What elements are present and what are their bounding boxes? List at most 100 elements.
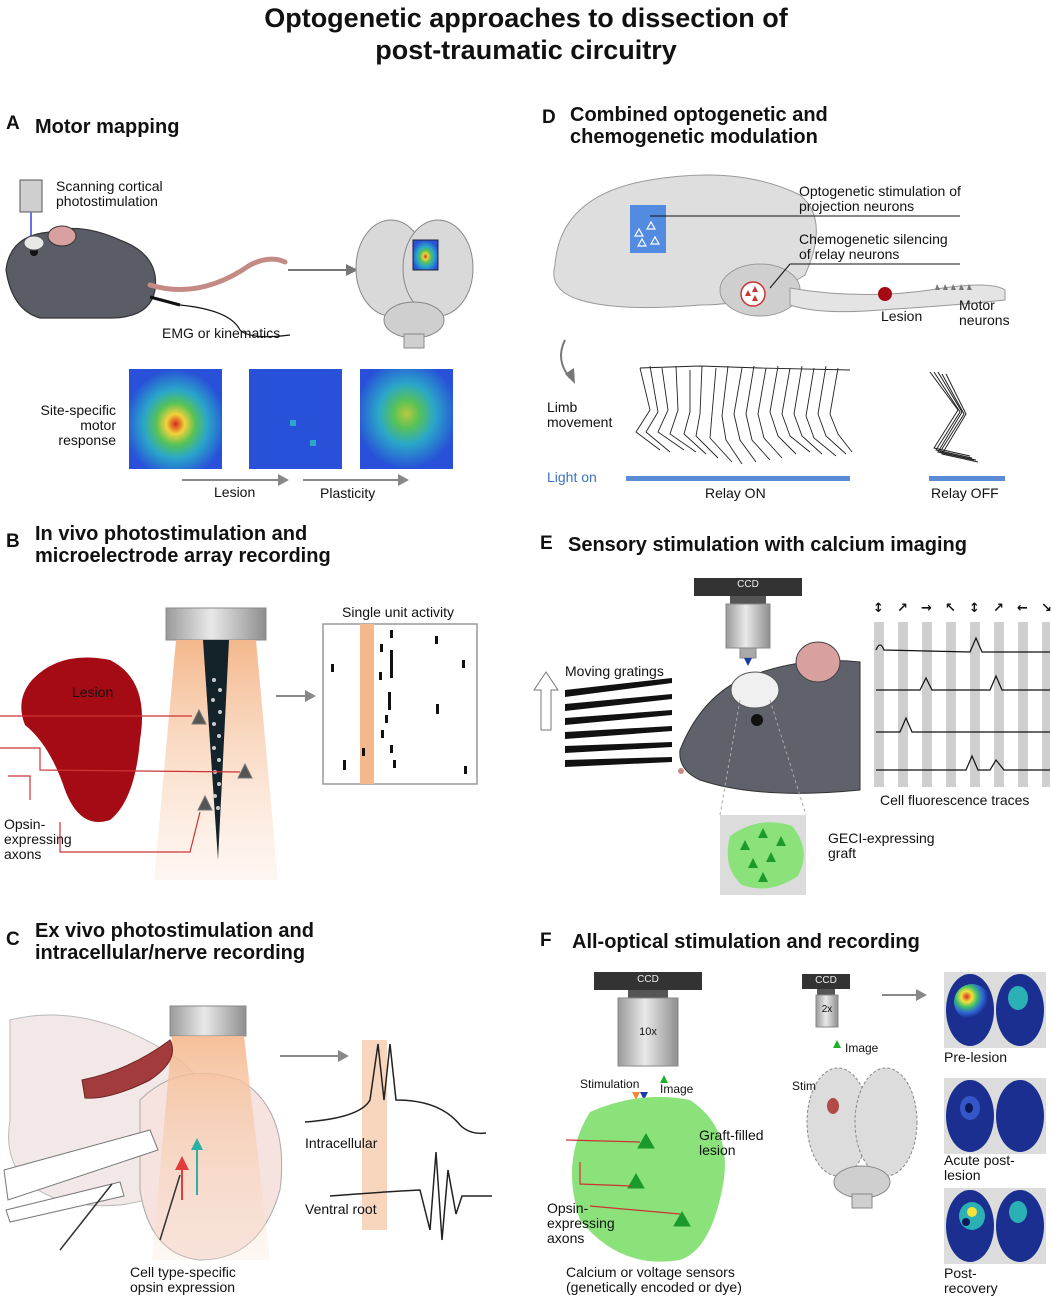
opsin-axons-label-f: Opsin- expressing axons (547, 1201, 615, 1246)
lesion-label-b: Lesion (72, 684, 114, 700)
scanning-label: Scanning cortical photostimulation (56, 179, 163, 209)
chemo-silencing-label-line-2: of relay neurons (799, 246, 900, 262)
image-label-f2: Image (845, 1041, 879, 1055)
panel-e-title: Sensory stimulation with calcium imaging (568, 534, 967, 556)
panel-c-title-line-2: intracellular/nerve recording (35, 942, 306, 964)
plasticity-arrow-label: Plasticity (320, 485, 376, 501)
fluorescence-traces (875, 636, 1050, 771)
geci-graft-label: GECI-expressing graft (828, 831, 935, 861)
panel-b-title-line-2: microelectrode array recording (35, 545, 331, 567)
motor-neurons-label-line-2: neurons (959, 312, 1010, 328)
lesion-arrow-label: Lesion (214, 484, 256, 500)
objective-10x-label: 10x (639, 1026, 657, 1038)
panel-b-title: In vivo photostimulation and microelectr… (35, 523, 331, 567)
motor-neurons-label: Motor neurons (959, 298, 1010, 328)
svg-text:↕: ↕ (969, 601, 980, 616)
panel-e-letter: E (540, 533, 553, 554)
limb-movement-label: Limb movement (547, 400, 612, 430)
mouse-head-e (678, 641, 861, 794)
mouse-illustration (5, 225, 291, 338)
motor-response-label: Site-specific motor response (24, 403, 116, 448)
laser-device (19, 179, 43, 213)
raster-box (322, 623, 478, 785)
panel-b-letter: B (6, 531, 20, 552)
svg-text:↕: ↕ (873, 601, 884, 616)
panel-d-graphics (553, 174, 1006, 481)
motion-arrow (533, 671, 559, 731)
panel-c-title: Ex vivo photostimulation and intracellul… (35, 920, 314, 964)
panel-a-graphics (5, 179, 474, 486)
panel-c-title-line-1: Ex vivo photostimulation and (35, 920, 314, 942)
lesion-label-d: Lesion (881, 308, 923, 324)
panel-d-title-line-2: chemogenetic modulation (570, 126, 818, 148)
ccd-camera-e (694, 578, 802, 596)
post-recovery-label-line-1: Post- (944, 1265, 977, 1281)
cortical-map-recovery (944, 1188, 1046, 1264)
cell-type-caption-line-1: Cell type-specific (130, 1264, 236, 1280)
fluorescence-traces-label: Cell fluorescence traces (880, 792, 1030, 808)
svg-text:↗: ↗ (897, 601, 908, 616)
panel-b-graphics (0, 607, 478, 880)
moving-gratings-label: Moving gratings (565, 663, 664, 679)
panel-c-letter: C (6, 929, 20, 950)
panel-d-letter: D (542, 107, 556, 128)
figure-title-line-2: post-traumatic circuitry (375, 35, 677, 65)
relay-off-label: Relay OFF (931, 485, 999, 501)
post-recovery-label-line-2: recovery (944, 1280, 998, 1296)
panel-d-title: Combined optogenetic and chemogenetic mo… (570, 104, 828, 148)
cortical-map-acute (944, 1078, 1046, 1154)
raster-title: Single unit activity (342, 604, 455, 620)
limb-stick-figures-on (635, 365, 853, 465)
stimulation-label: Stimulation (580, 1077, 640, 1091)
light-on-label: Light on (547, 469, 597, 485)
stim-label: Stim (792, 1079, 816, 1093)
pre-lesion-label: Pre-lesion (944, 1049, 1008, 1065)
opto-stim-label-line-1: Optogenetic stimulation of (799, 183, 961, 199)
lesion-b (21, 657, 143, 822)
light-cone-c (152, 1036, 270, 1260)
objective-2x-label: 2x (821, 1004, 833, 1015)
opsin-axons-label-b-line-1: Opsin- (4, 816, 46, 832)
objective-10x (617, 997, 679, 1067)
image-label-f1: Image (660, 1082, 694, 1096)
scanning-label-line-1: Scanning cortical (56, 178, 163, 194)
panel-d-title-line-1: Combined optogenetic and (570, 104, 828, 126)
limb-movement-label-line-1: Limb (547, 399, 578, 415)
relay-neurons-circle (740, 281, 766, 307)
svg-text:↖: ↖ (945, 601, 956, 616)
motor-neurons-label-line-1: Motor (959, 297, 995, 313)
opsin-axons-label-f-line-3: axons (547, 1230, 585, 1246)
ccd-label-f2: CCD (815, 975, 837, 986)
limb-stick-figures-off (929, 371, 979, 463)
ventral-root-label: Ventral root (305, 1201, 377, 1217)
motor-response-label-line-2: motor response (58, 417, 116, 448)
raster-spikes (331, 630, 467, 774)
panel-f-graphics (565, 972, 1046, 1264)
emg-label: EMG or kinematics (162, 325, 281, 341)
graft-filled-lesion-label-line-2: lesion (699, 1142, 736, 1158)
svg-text:↘: ↘ (1041, 601, 1052, 616)
nerve-root-c (3, 1129, 159, 1201)
ccd-camera-f1 (594, 972, 702, 990)
opsin-axons-label-f-line-2: expressing (547, 1215, 615, 1231)
acute-post-lesion-label-line-1: Acute post- (944, 1152, 1015, 1168)
brain-top-view (355, 219, 474, 349)
moving-gratings (565, 678, 672, 767)
geci-graft (727, 822, 804, 889)
graft-filled-lesion-label-line-1: Graft-filled (699, 1127, 764, 1143)
opsin-axons-label-b-line-2: expressing (4, 831, 72, 847)
svg-text:→: → (921, 601, 932, 616)
svg-text:←: ← (1017, 601, 1028, 616)
limb-movement-label-line-2: movement (547, 414, 613, 430)
cell-type-caption: Cell type-specific opsin expression (130, 1265, 236, 1295)
chemo-silencing-label-line-1: Chemogenetic silencing (799, 231, 948, 247)
chemo-silencing-label: Chemogenetic silencing of relay neurons (799, 232, 948, 262)
geci-graft-label-line-2: graft (828, 845, 857, 861)
brain-top-view-f (806, 1067, 918, 1209)
direction-glyphs: ↕↗→↖ ↕↗←↘ (873, 601, 1052, 616)
lesion-d (878, 287, 892, 301)
relay-on-label: Relay ON (705, 485, 766, 501)
microelectrode (203, 640, 229, 860)
relay-off-bar (929, 476, 1005, 481)
